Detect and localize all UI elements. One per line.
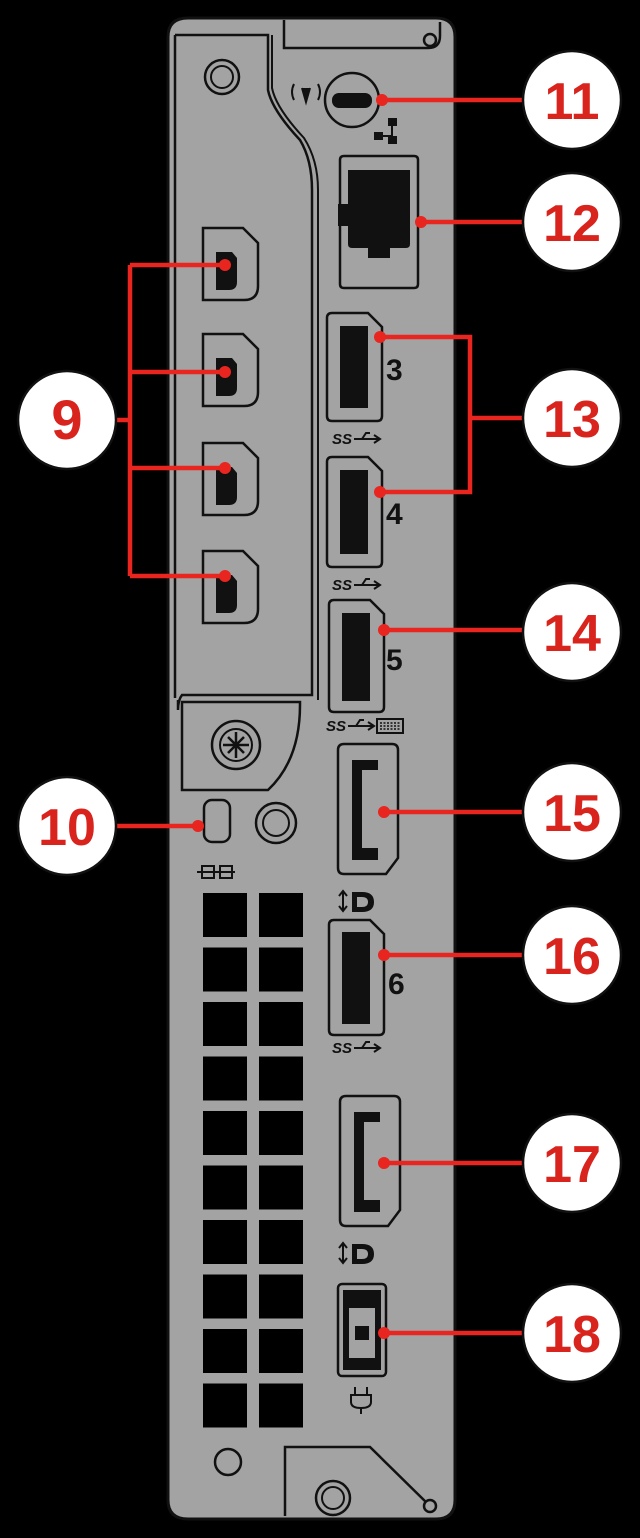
svg-text:SS: SS (332, 431, 352, 448)
callout-11-number: 11 (545, 73, 600, 131)
svg-text:SS: SS (326, 718, 346, 735)
callout-14: 14 (521, 581, 623, 683)
callout-10-number: 10 (38, 799, 96, 857)
top-clip-hole (422, 32, 438, 48)
callout-15: 15 (521, 761, 623, 863)
keyboard-icon (376, 718, 404, 734)
vent-slot (203, 893, 247, 937)
superspeed-usb-icon: SS (326, 718, 376, 735)
displayport-icon (338, 889, 374, 913)
callout-18: 18 (521, 1282, 623, 1384)
callout-12: 12 (521, 171, 623, 273)
usb-port-6: 6 SS (327, 918, 405, 1057)
callout-16-number: 16 (543, 928, 601, 986)
bracket-inner (271, 35, 319, 700)
callout-17-number: 17 (543, 1136, 601, 1194)
bottom-clip (283, 1445, 431, 1516)
callout-15-number: 15 (543, 785, 601, 843)
callout-14-number: 14 (543, 605, 601, 663)
callout-17: 17 (521, 1112, 623, 1214)
callout-lines (115, 97, 522, 1336)
usb-port-6-number: 6 (388, 968, 405, 1001)
usb-port-3-number: 3 (386, 354, 403, 387)
vent-slot (259, 1220, 303, 1264)
callout-9-number: 9 (51, 388, 82, 451)
vent-slot (259, 1383, 303, 1428)
vent-slot (259, 1111, 303, 1155)
vent-slot (259, 947, 303, 992)
displayport-connector-2 (338, 1094, 402, 1265)
vent-slot (203, 1383, 247, 1428)
usb-port-4: 4 SS (325, 455, 403, 594)
callout-line-13 (380, 334, 522, 495)
callout-endpoints (192, 94, 427, 1339)
callout-9: 9 (16, 369, 118, 471)
usb-port-5-number: 5 (386, 644, 403, 677)
vent-slot (259, 1329, 303, 1373)
displayport-icon (338, 1241, 374, 1265)
ethernet-connector (338, 154, 420, 290)
vent-slot (203, 1111, 247, 1155)
vent-slot (203, 1274, 247, 1319)
superspeed-usb-icon: SS (332, 431, 382, 448)
bottom-left-hole (213, 1447, 243, 1477)
callout-bubbles: 9 10 11 12 13 14 15 16 (16, 49, 623, 1384)
security-lock-slot (197, 798, 298, 879)
vent-slot (203, 1165, 247, 1210)
bottom-clip-hole (422, 1498, 438, 1514)
bottom-screw-inner (321, 1486, 345, 1510)
callout-line-9 (115, 262, 225, 579)
usb-port-5: 5 SS (326, 598, 404, 735)
vent-slot (203, 1002, 247, 1046)
usb-port-4-number: 4 (386, 498, 403, 531)
svg-text:SS: SS (332, 1040, 352, 1057)
superspeed-usb-icon: SS (332, 1040, 382, 1057)
callout-12-number: 12 (543, 195, 601, 253)
vent-slot (203, 947, 247, 992)
callout-13: 13 (521, 367, 623, 469)
vent-slot (259, 1002, 303, 1046)
bracket-outline (173, 33, 314, 711)
vent-slot (203, 1220, 247, 1264)
wireless-antenna-icon (291, 83, 321, 106)
vent-slot (259, 1274, 303, 1319)
callout-11: 11 (521, 49, 623, 151)
mini-displayport-3 (201, 441, 260, 517)
callout-18-number: 18 (543, 1306, 601, 1364)
thumb-screw-icon (210, 719, 262, 771)
wireless-antenna-connector (291, 71, 397, 144)
vent-slot (203, 1329, 247, 1373)
superspeed-usb-icon: SS (332, 577, 382, 594)
svg-text:SS: SS (332, 577, 352, 594)
callout-10: 10 (16, 775, 118, 877)
graphics-card-bracket (173, 33, 319, 792)
callout-13-number: 13 (543, 391, 601, 449)
bracket-top-hole-inner (210, 65, 234, 89)
ethernet-network-icon (374, 118, 397, 144)
vent-slot (259, 893, 303, 937)
top-clip (282, 20, 442, 50)
security-lock-slot-icon (197, 865, 235, 879)
mini-displayport-4 (201, 549, 260, 625)
vent-slot (259, 1165, 303, 1210)
displayport-connector-1 (336, 742, 400, 913)
ventilation-grille (203, 893, 303, 1428)
vent-slot (259, 1056, 303, 1101)
usb-port-3: 3 SS (325, 311, 403, 448)
callout-16: 16 (521, 904, 623, 1006)
power-plug-icon (350, 1387, 372, 1414)
vent-slot (203, 1056, 247, 1101)
power-connector (336, 1282, 388, 1414)
